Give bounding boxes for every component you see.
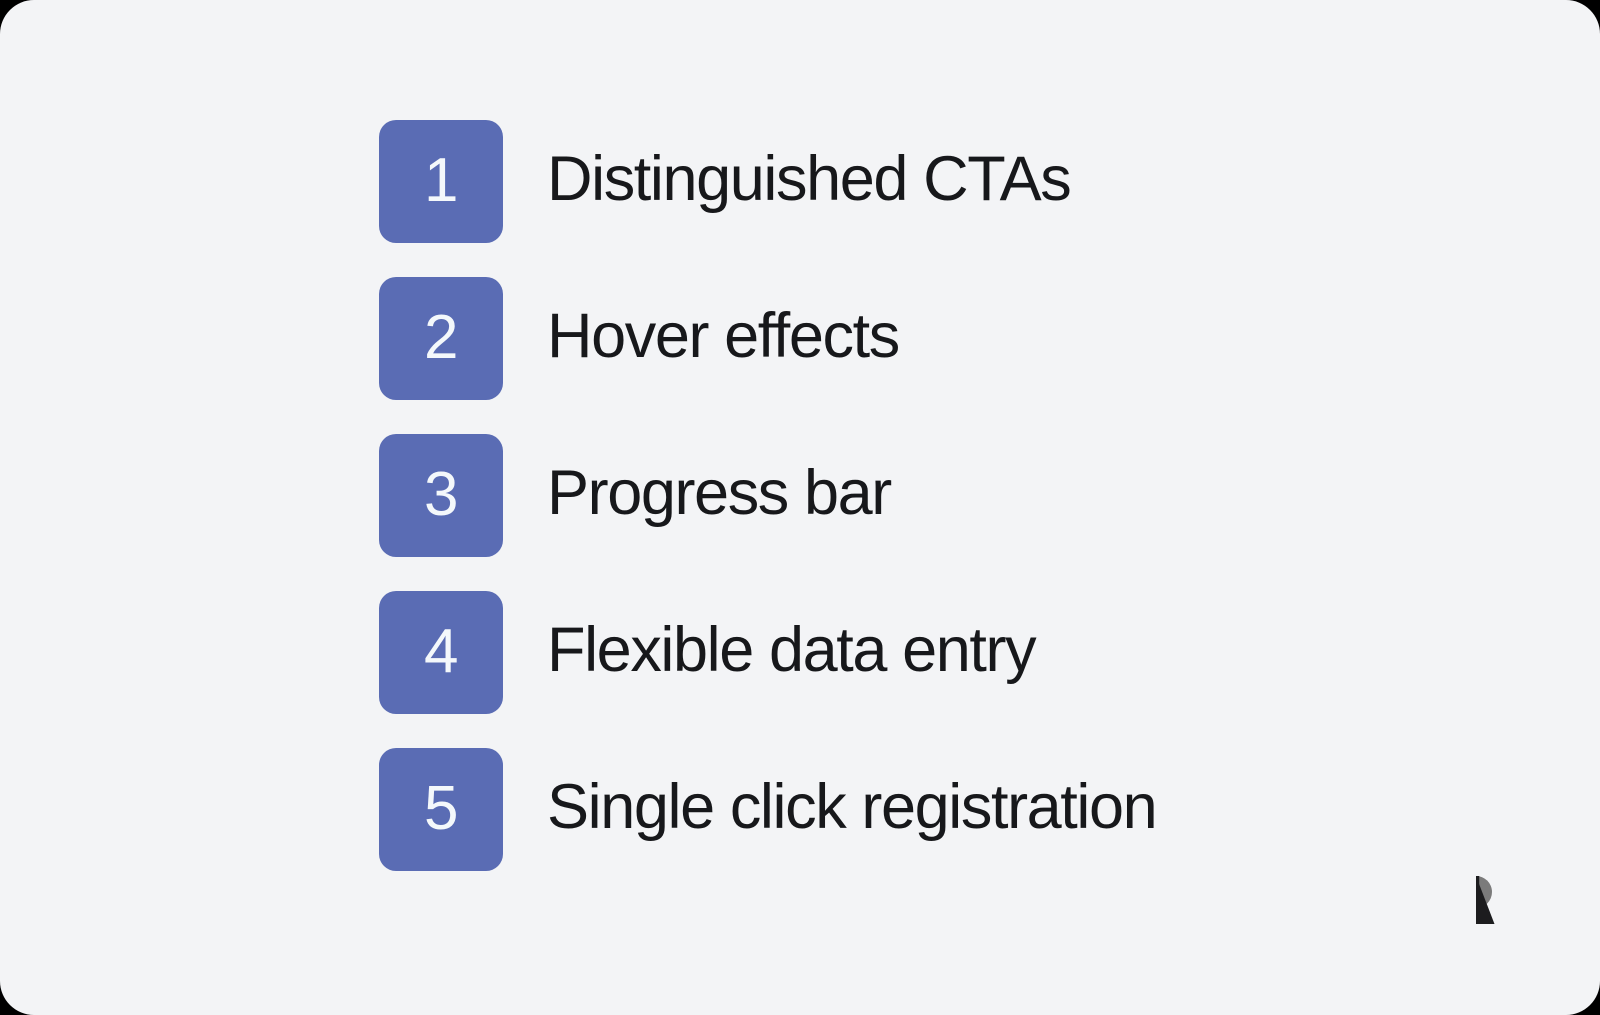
list-item-number-badge: 2 xyxy=(379,277,503,400)
r-monogram-logo-icon xyxy=(1476,876,1495,924)
list-item-label: Distinguished CTAs xyxy=(547,144,1072,214)
list-item: 3 Progress bar xyxy=(379,434,1156,557)
list-item-number-badge: 5 xyxy=(379,748,503,871)
list-item-number: 3 xyxy=(424,459,458,529)
list-item-number-badge: 4 xyxy=(379,591,503,714)
list-item-number-badge: 3 xyxy=(379,434,503,557)
list-item-label: Hover effects xyxy=(547,301,900,371)
list-item-label: Progress bar xyxy=(547,458,892,528)
list-item: 5 Single click registration xyxy=(379,748,1158,871)
list-item: 1 Distinguished CTAs xyxy=(379,120,1156,243)
numbered-feature-list: 1 Distinguished CTAs 2 Hover effects 3 P… xyxy=(379,120,1158,871)
list-item-number-badge: 1 xyxy=(379,120,503,243)
list-item-number: 2 xyxy=(424,302,458,372)
list-item: 4 Flexible data entry xyxy=(379,591,1156,714)
list-item-label: Flexible data entry xyxy=(547,615,1037,685)
list-item-label: Single click registration xyxy=(547,772,1158,842)
list-item: 2 Hover effects xyxy=(379,277,1156,400)
list-item-number: 4 xyxy=(424,616,458,686)
list-item-number: 5 xyxy=(424,773,458,843)
list-item-number: 1 xyxy=(424,145,458,215)
